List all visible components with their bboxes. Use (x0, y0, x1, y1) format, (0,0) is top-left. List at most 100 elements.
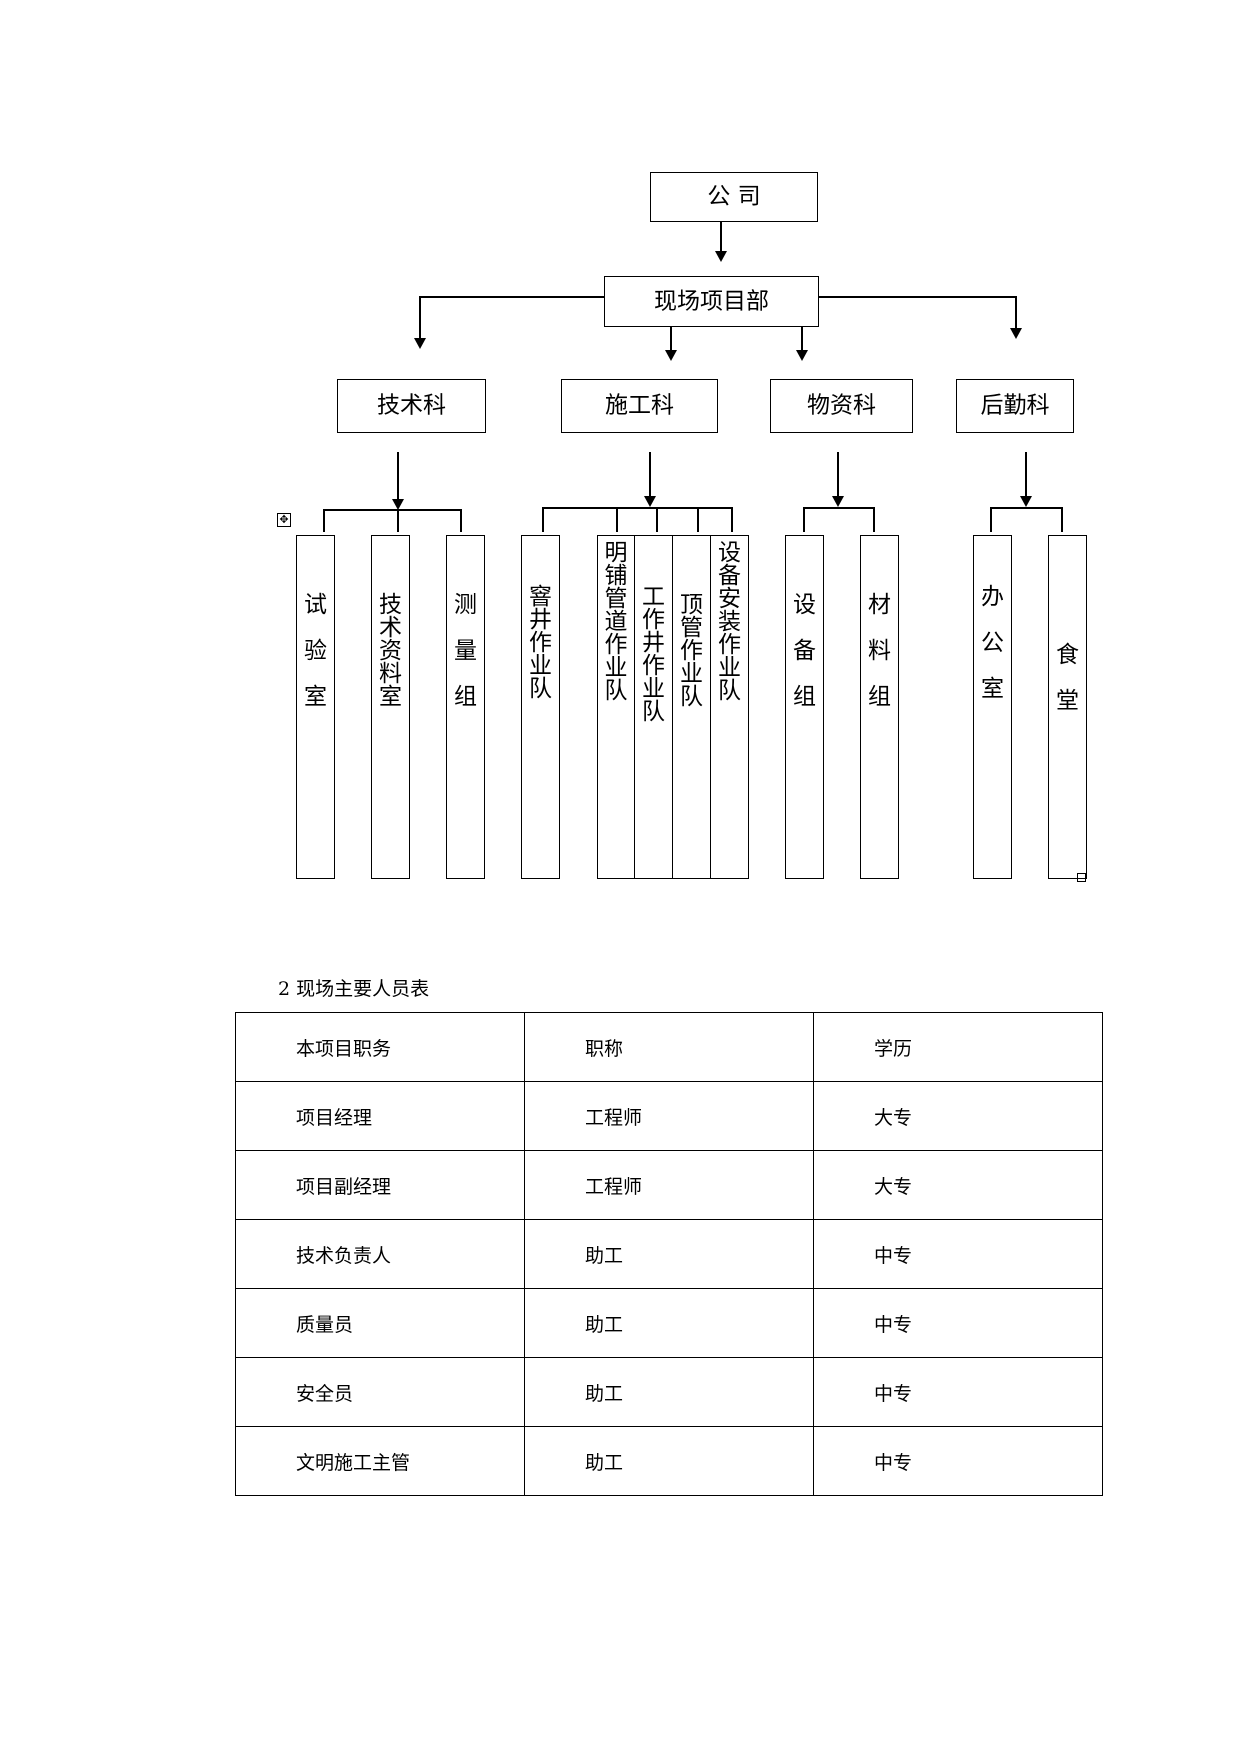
table-header-cell: 本项目职务 (235, 1012, 525, 1082)
section-box-materials: 物资科 (770, 379, 913, 433)
table-cell: 文明施工主管 (235, 1426, 525, 1496)
bracket (990, 507, 1063, 509)
arrow (414, 338, 426, 349)
table-cell: 中专 (813, 1219, 1103, 1289)
unit-label: 明 铺 管 道 作 业 队 (604, 540, 628, 704)
unit-label: 窨 井 作 业 队 (529, 584, 552, 702)
connector (837, 452, 839, 496)
table-cell: 中专 (813, 1426, 1103, 1496)
unit-box: 测 量 组 (446, 535, 485, 879)
table-cell: 助工 (524, 1288, 814, 1358)
table-header-row: 本项目职务 职称 学历 (235, 1012, 1103, 1082)
move-handle-icon[interactable]: ✥ (277, 513, 291, 527)
connector (801, 327, 803, 351)
section-box-logistics: 后勤科 (956, 379, 1074, 433)
bracket-tick (616, 507, 618, 532)
unit-box: 设 备 安 装 作 业 队 (710, 535, 749, 879)
bracket-tick (397, 509, 399, 532)
bracket-tick (656, 507, 658, 532)
section-box-construction: 施工科 (561, 379, 718, 433)
table-row: 技术负责人 助工 中专 (235, 1219, 1103, 1289)
table-cell: 工程师 (524, 1081, 814, 1151)
section-label: 技术科 (377, 392, 446, 419)
table-cell: 项目副经理 (235, 1150, 525, 1220)
unit-box: 窨 井 作 业 队 (521, 535, 560, 879)
table-title: 2 现场主要人员表 (278, 978, 430, 1000)
staff-table: 本项目职务 职称 学历 项目经理 工程师 大专 项目副经理 工程师 大专 技术负… (235, 1012, 1103, 1496)
table-row: 文明施工主管 助工 中专 (235, 1426, 1103, 1496)
unit-label: 设 备 安 装 作 业 队 (718, 540, 741, 704)
connector (1025, 452, 1027, 496)
bracket-tick (542, 507, 544, 532)
arrow (796, 350, 808, 361)
unit-label: 食 堂 (1056, 642, 1079, 714)
bracket-tick (697, 507, 699, 532)
bracket-tick (1061, 507, 1063, 532)
table-row: 项目副经理 工程师 大专 (235, 1150, 1103, 1220)
bracket-tick (803, 507, 805, 532)
arrow (832, 496, 844, 507)
arrow (392, 499, 404, 510)
bracket (542, 507, 732, 509)
unit-box: 设 备 组 (785, 535, 824, 879)
table-cell: 中专 (813, 1357, 1103, 1427)
table-cell: 工程师 (524, 1150, 814, 1220)
unit-label: 材 料 组 (868, 592, 891, 710)
resize-handle-icon[interactable] (1077, 873, 1086, 882)
table-cell: 助工 (524, 1219, 814, 1289)
unit-box: 材 料 组 (860, 535, 899, 879)
bracket (323, 509, 461, 511)
unit-label: 测 量 组 (454, 592, 477, 710)
section-label: 物资科 (807, 392, 876, 419)
section-label: 施工科 (605, 392, 674, 419)
unit-label: 办 公 室 (981, 584, 1004, 702)
table-cell: 项目经理 (235, 1081, 525, 1151)
connector (649, 452, 651, 496)
table-cell: 大专 (813, 1150, 1103, 1220)
connector (419, 296, 604, 298)
table-cell: 中专 (813, 1288, 1103, 1358)
unit-label: 试 验 室 (304, 592, 327, 710)
connector (397, 452, 399, 499)
connector (419, 296, 421, 338)
project-dept-label: 现场项目部 (654, 288, 769, 314)
unit-box: 工 作 井 作 业 队 (634, 535, 673, 879)
bracket-tick (990, 507, 992, 532)
connector (819, 296, 1017, 298)
table-cell: 大专 (813, 1081, 1103, 1151)
unit-box: 技 术 资 料 室 (371, 535, 410, 879)
table-header-cell: 学历 (813, 1012, 1103, 1082)
company-label: 公 司 (707, 183, 761, 210)
arrow (1010, 328, 1022, 339)
bracket-tick (731, 507, 733, 532)
table-row: 质量员 助工 中专 (235, 1288, 1103, 1358)
table-row: 项目经理 工程师 大专 (235, 1081, 1103, 1151)
table-cell: 助工 (524, 1357, 814, 1427)
arrow (644, 496, 656, 507)
unit-box: 食 堂 (1048, 535, 1087, 879)
unit-label: 顶 管 作 业 队 (680, 592, 703, 710)
unit-label: 设 备 组 (793, 592, 816, 710)
company-box: 公 司 (650, 172, 818, 222)
connector (670, 327, 672, 351)
bracket-tick (460, 509, 462, 532)
section-box-tech: 技术科 (337, 379, 486, 433)
unit-box: 明 铺 管 道 作 业 队 (597, 535, 635, 879)
table-cell: 助工 (524, 1426, 814, 1496)
bracket (803, 507, 875, 509)
bracket-tick (323, 509, 325, 532)
arrow (665, 350, 677, 361)
unit-label: 工 作 井 作 业 队 (642, 584, 665, 725)
unit-box: 试 验 室 (296, 535, 335, 879)
section-label: 后勤科 (980, 392, 1050, 419)
bracket-tick (873, 507, 875, 532)
table-header-cell: 职称 (524, 1012, 814, 1082)
arrow (1020, 496, 1032, 507)
table-cell: 技术负责人 (235, 1219, 525, 1289)
unit-box: 办 公 室 (973, 535, 1012, 879)
unit-label: 技 术 资 料 室 (379, 592, 402, 710)
table-cell: 质量员 (235, 1288, 525, 1358)
arrow (715, 251, 727, 262)
project-dept-box: 现场项目部 (604, 276, 819, 327)
unit-box: 顶 管 作 业 队 (672, 535, 711, 879)
